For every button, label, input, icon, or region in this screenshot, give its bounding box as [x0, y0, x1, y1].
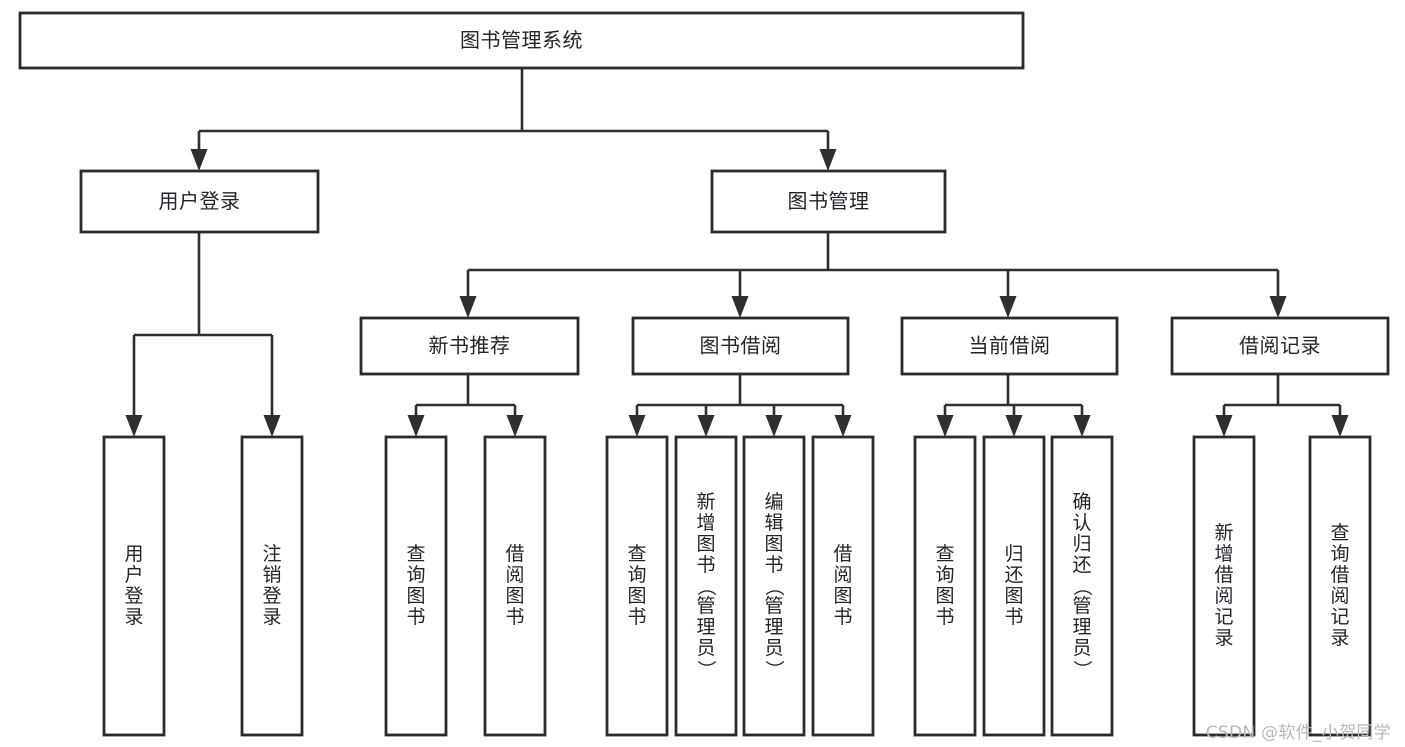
boxes-layer	[18, 11, 1390, 737]
level3-connector-3-arrowhead	[1269, 296, 1287, 318]
leaf-node-11-box[interactable]	[1192, 435, 1256, 737]
level3-node-3-box[interactable]	[1170, 316, 1390, 376]
level3-connector-2-arrowhead	[999, 296, 1017, 318]
leaf-node-2-box[interactable]	[384, 435, 448, 737]
leaf-group-2-connector-1-arrowhead	[1005, 415, 1023, 437]
leaf-node-6-box[interactable]	[742, 435, 806, 737]
leaf-group-0-connector-1-arrowhead	[506, 415, 524, 437]
level2-node-1-label: 图书管理	[788, 189, 870, 213]
root-node-label: 图书管理系统	[460, 28, 583, 52]
level3-connector-0-arrowhead	[459, 296, 477, 318]
level3-connector-1-arrowhead	[731, 296, 749, 318]
leaf-node-5-box[interactable]	[674, 435, 738, 737]
leaf-group-1-connector-2-arrowhead	[765, 415, 783, 437]
leaf-group-1-connector-1-arrowhead	[697, 415, 715, 437]
leaf-node-1-box[interactable]	[240, 435, 304, 737]
leaf-node-0-box[interactable]	[102, 435, 166, 737]
user-login-leaf-connector-0-arrowhead	[125, 415, 143, 437]
level3-node-2-box[interactable]	[900, 316, 1119, 376]
level3-node-0-label: 新书推荐	[429, 334, 511, 358]
level3-node-1-box[interactable]	[631, 316, 850, 376]
leaf-node-7-box[interactable]	[811, 435, 875, 737]
leaf-group-1-connector-0-arrowhead	[628, 415, 646, 437]
leaf-group-2-connector-0-arrowhead	[936, 415, 954, 437]
user-login-leaf-connector-1-arrowhead	[263, 415, 281, 437]
level3-node-3-label: 借阅记录	[1239, 334, 1321, 358]
level2-node-1-box[interactable]	[710, 169, 947, 234]
leaf-node-12-box[interactable]	[1308, 435, 1372, 737]
level3-node-2-label: 当前借阅	[969, 334, 1051, 358]
level2-connector-0-arrowhead	[190, 149, 208, 171]
level2-connector-1-arrowhead	[819, 149, 837, 171]
level3-node-0-box[interactable]	[359, 316, 580, 376]
leaf-group-2-connector-2-arrowhead	[1073, 415, 1091, 437]
leaf-group-3-connector-0-arrowhead	[1215, 415, 1233, 437]
root-node-box[interactable]	[18, 11, 1025, 70]
leaf-group-3-connector-1-arrowhead	[1331, 415, 1349, 437]
csdn-watermark: CSDN @软件_小贺同学	[1205, 723, 1391, 743]
connectors-layer	[125, 68, 1349, 437]
leaf-node-4-box[interactable]	[605, 435, 669, 737]
leaf-node-3-box[interactable]	[483, 435, 547, 737]
level2-node-0-label: 用户登录	[159, 189, 241, 213]
leaf-node-9-box[interactable]	[982, 435, 1046, 737]
leaf-group-0-connector-0-arrowhead	[407, 415, 425, 437]
level2-node-0-box[interactable]	[79, 169, 320, 234]
leaf-node-8-box[interactable]	[913, 435, 977, 737]
leaf-group-1-connector-3-arrowhead	[834, 415, 852, 437]
leaf-node-10-box[interactable]	[1050, 435, 1114, 737]
level3-node-1-label: 图书借阅	[700, 334, 782, 358]
